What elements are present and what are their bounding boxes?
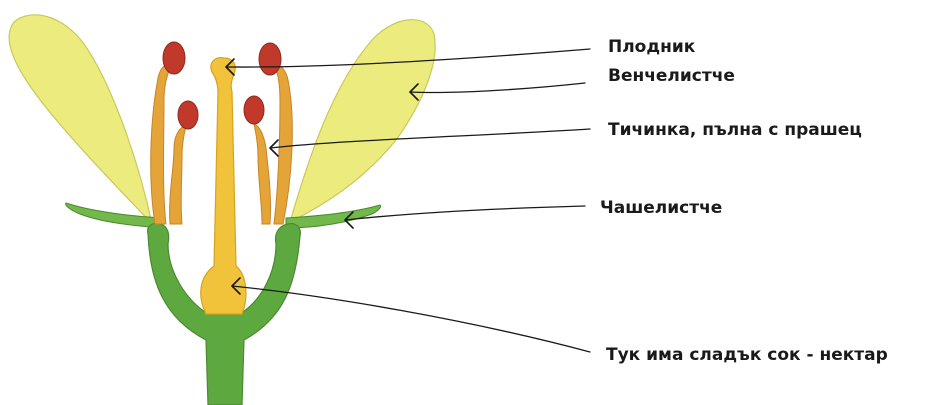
pistil [201, 58, 246, 314]
label-sepal: Чашелистче [600, 198, 722, 218]
stamen-inner-left [170, 101, 198, 224]
label-nectar: Тук има сладък сок - нектар [606, 345, 888, 365]
label-petal: Венчелистче [608, 66, 735, 86]
petal-left [9, 15, 152, 224]
leader-petal [410, 83, 585, 100]
leader-sepal [345, 206, 585, 228]
label-pistil: Плодник [608, 37, 696, 57]
label-stamen: Тичинка, пълна с прашец [608, 120, 862, 140]
petal-right [290, 20, 435, 222]
stamen-inner-right [244, 96, 271, 224]
